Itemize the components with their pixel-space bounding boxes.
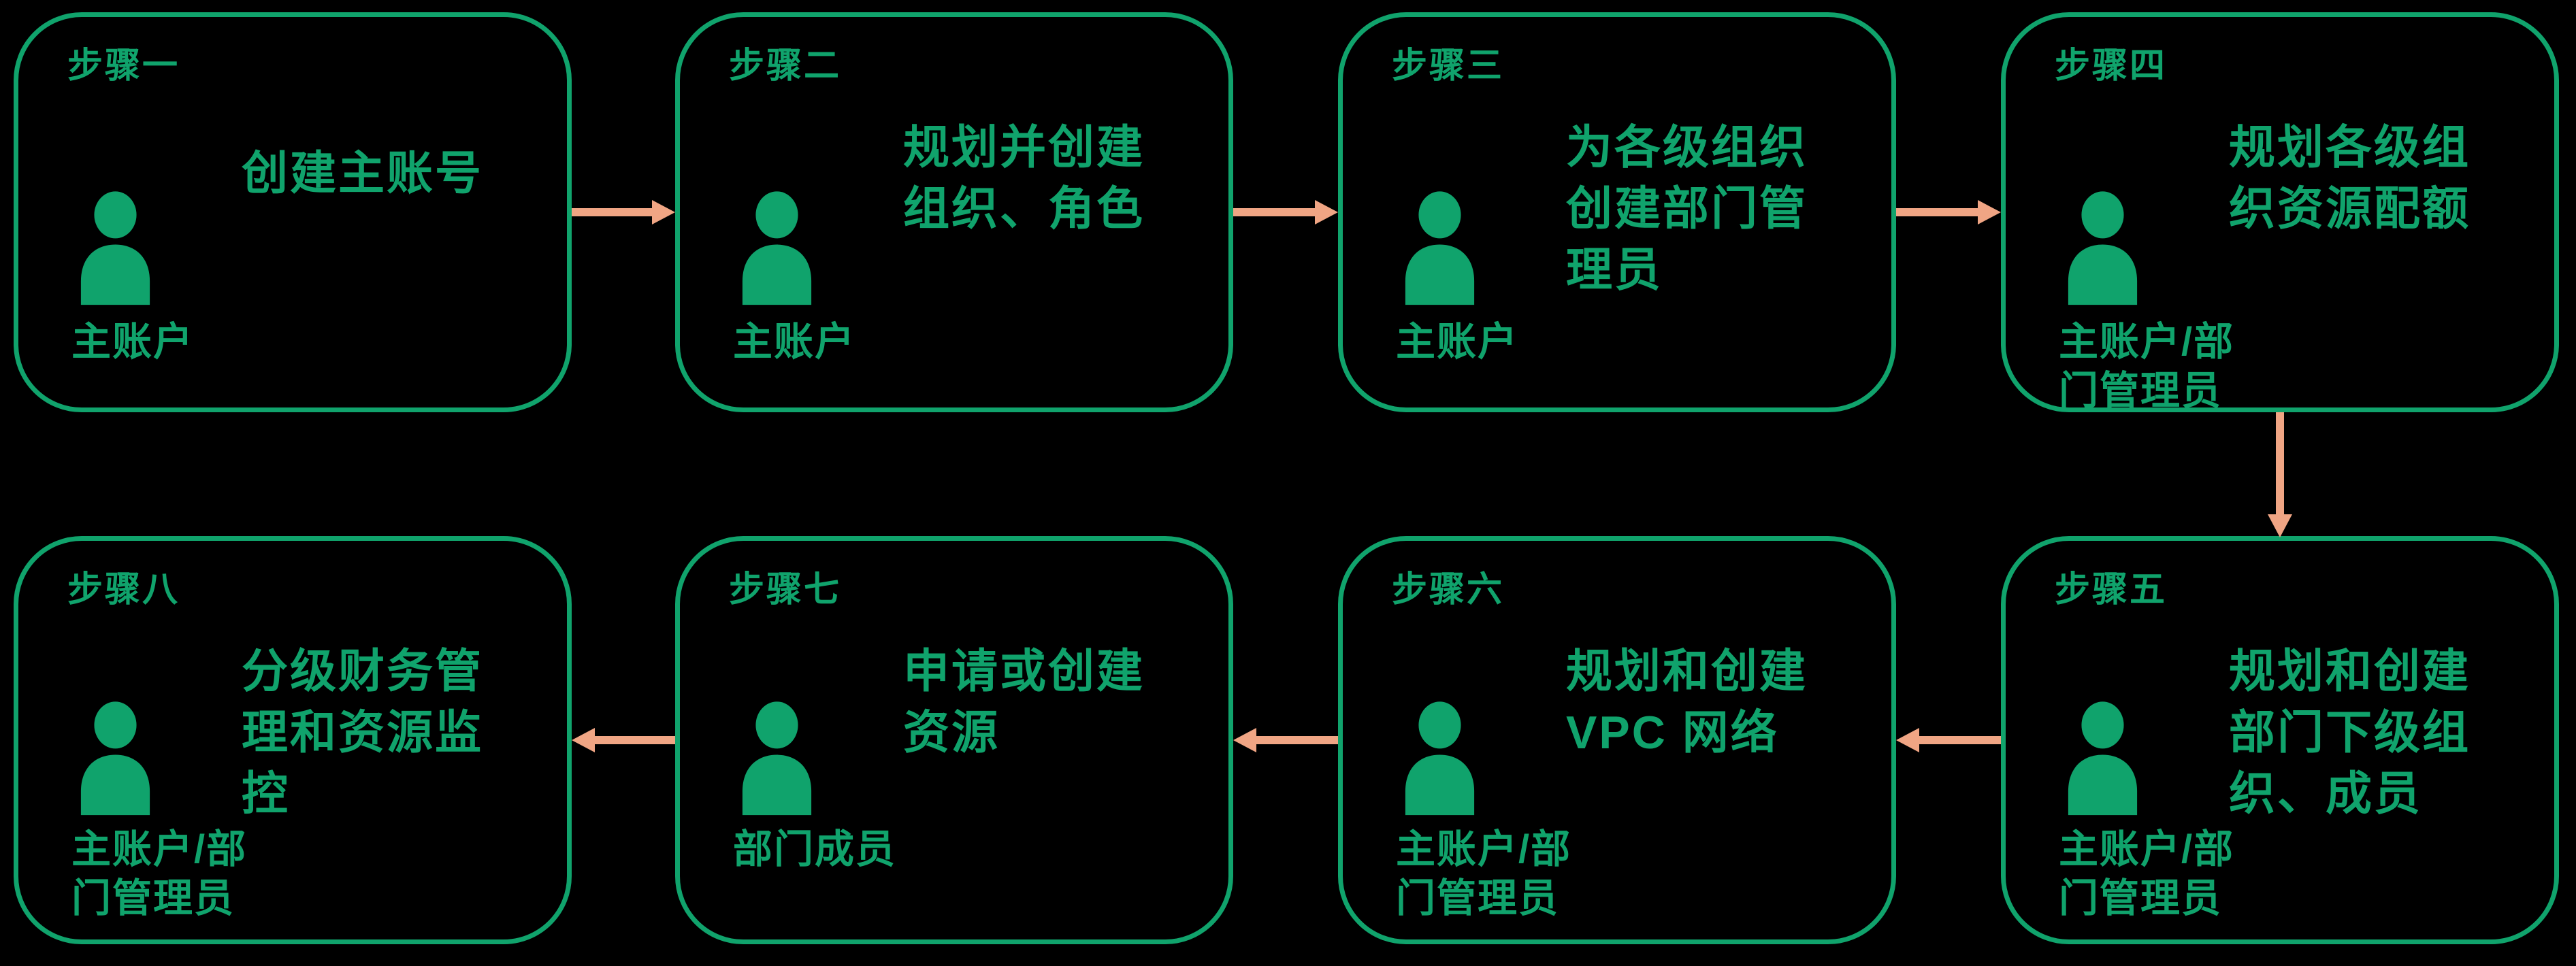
role-label: 主账户/部 门管理员 — [71, 827, 248, 920]
person-icon — [76, 188, 154, 305]
step-box-4: 步骤四 规划各级组 织资源配额 主账户/部 门管理员 — [2001, 12, 2559, 413]
flow-arrow-step2-step3 — [1233, 200, 1338, 224]
flow-arrow-step5-step6 — [1896, 728, 2001, 752]
step-title: 规划和创建 部门下级组 织、成员 — [2229, 646, 2471, 820]
step-label: 步骤六 — [1392, 570, 1505, 610]
step-box-3: 步骤三 为各级组织 创建部门管 理员 主账户 — [1338, 12, 1896, 412]
step-title: 规划和创建 VPC 网络 — [1566, 646, 1808, 759]
role-label: 主账户 — [1396, 320, 1519, 364]
step-box-6: 步骤六 规划和创建 VPC 网络 主账户/部 门管理员 — [1338, 536, 1896, 944]
role-label: 主账户/部 门管理员 — [2059, 827, 2235, 920]
person-icon — [1401, 699, 1479, 816]
step-label: 步骤五 — [2055, 570, 2168, 610]
flow-arrow-step1-step2 — [572, 200, 675, 224]
step-label: 步骤三 — [1392, 46, 1505, 86]
step-label: 步骤八 — [67, 570, 180, 610]
step-title: 规划各级组 织资源配额 — [2229, 122, 2471, 235]
person-icon — [738, 699, 816, 816]
flow-arrow-step4-step5 — [2268, 412, 2292, 537]
person-icon — [1401, 188, 1479, 305]
role-label: 主账户 — [733, 320, 856, 364]
step-box-8: 步骤八 分级财务管 理和资源监 控 主账户/部 门管理员 — [14, 536, 572, 944]
flow-arrow-step3-step4 — [1896, 200, 2001, 224]
step-box-2: 步骤二 规划并创建 组织、角色 主账户 — [675, 12, 1233, 412]
step-label: 步骤七 — [729, 570, 842, 610]
step-box-7: 步骤七 申请或创建 资源 部门成员 — [675, 536, 1233, 944]
step-title: 分级财务管 理和资源监 控 — [242, 646, 484, 820]
step-title: 规划并创建 组织、角色 — [903, 122, 1145, 235]
step-box-1: 步骤一 创建主账号 主账户 — [14, 12, 572, 412]
step-box-5: 步骤五 规划和创建 部门下级组 织、成员 主账户/部 门管理员 — [2001, 536, 2559, 944]
role-label: 主账户/部 门管理员 — [1396, 827, 1572, 920]
person-icon — [2064, 188, 2142, 305]
step-title: 为各级组织 创建部门管 理员 — [1566, 122, 1808, 296]
step-label: 步骤二 — [729, 46, 842, 86]
step-title: 申请或创建 资源 — [903, 646, 1145, 759]
step-title: 创建主账号 — [242, 148, 484, 199]
flow-arrow-step6-step7 — [1233, 728, 1338, 752]
person-icon — [76, 699, 154, 816]
role-label: 主账户/部 门管理员 — [2059, 320, 2235, 413]
person-icon — [2064, 699, 2142, 816]
flow-arrow-step7-step8 — [572, 728, 675, 752]
person-icon — [738, 188, 816, 305]
step-label: 步骤四 — [2055, 46, 2168, 86]
role-label: 部门成员 — [733, 827, 897, 871]
role-label: 主账户 — [71, 320, 195, 364]
step-label: 步骤一 — [67, 46, 180, 86]
